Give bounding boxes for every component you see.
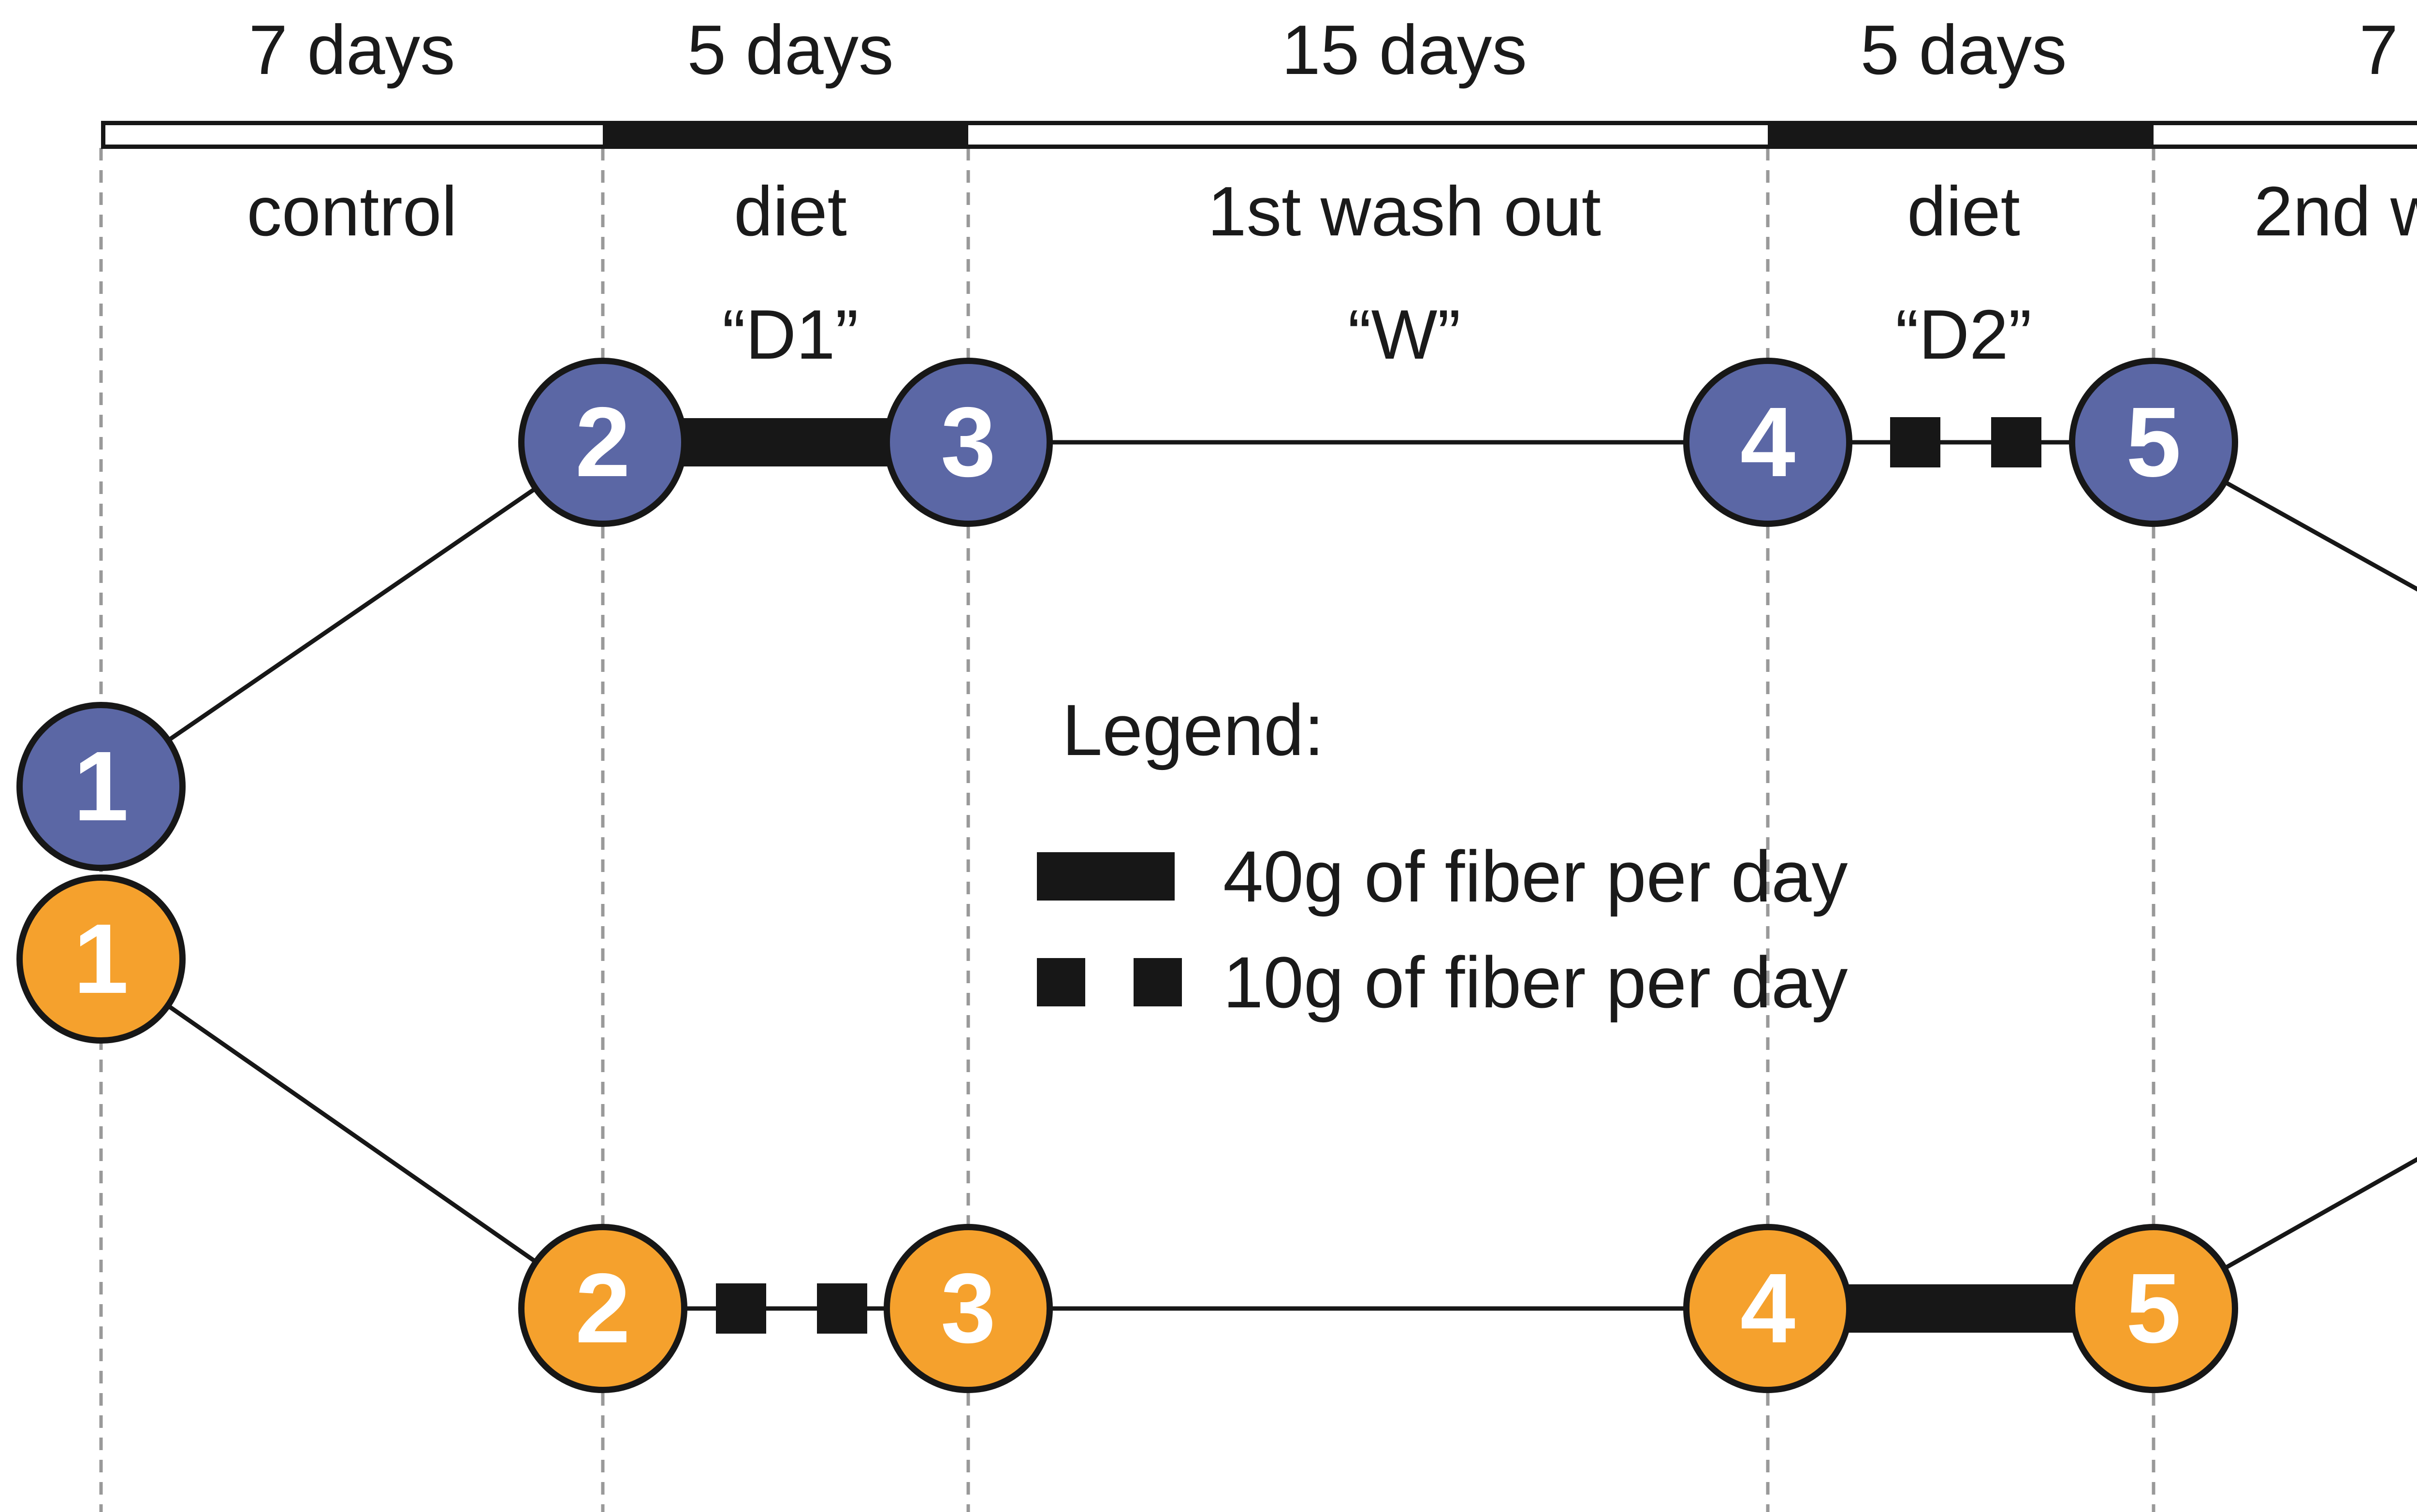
fiber-10g-square [716, 1283, 766, 1334]
study-node-orange-1: 1 [16, 874, 186, 1044]
phase-name-label: diet [1907, 172, 2020, 250]
fiber-10g-square [817, 1283, 867, 1334]
legend-swatch-10g-square-icon [1134, 958, 1182, 1006]
study-node-blue-1: 1 [16, 702, 186, 871]
legend-item-label-40g: 40g of fiber per day [1223, 836, 1848, 917]
phase-duration-label: 5 days [1860, 11, 2067, 89]
connector-orange-1-2 [100, 957, 604, 1310]
timeline-bar [101, 121, 2417, 149]
timeline-diet-segment-d1 [603, 125, 968, 145]
phase-code-label: “D2” [1895, 295, 2032, 374]
fiber-10g-square [1991, 417, 2041, 467]
phase-name-label: 2nd wash out [2254, 172, 2417, 250]
study-node-blue-4: 4 [1683, 358, 1852, 527]
connector-blue-1-2 [100, 440, 604, 788]
study-node-blue-3: 3 [884, 358, 1053, 527]
phase-duration-label: 5 days [687, 11, 894, 89]
phase-duration-label: 7 days [248, 11, 455, 89]
study-node-orange-5: 5 [2069, 1224, 2238, 1393]
legend-swatch-10g-square-icon [1037, 958, 1085, 1006]
timeline-diet-segment-d2 [1768, 125, 2154, 145]
study-node-blue-2: 2 [518, 358, 687, 527]
study-node-orange-3: 3 [884, 1224, 1053, 1393]
legend-title: Legend: [1062, 689, 1325, 771]
phase-code-label: “D1” [722, 295, 859, 374]
phase-name-label: diet [734, 172, 847, 250]
phase-code-label: “W” [1348, 295, 1461, 374]
phase-name-label: 1st wash out [1207, 172, 1602, 250]
connector-blue-5-6 [2152, 440, 2417, 592]
phase-duration-label: 15 days [1281, 11, 1527, 89]
study-node-blue-5: 5 [2069, 358, 2238, 527]
study-node-orange-2: 2 [518, 1224, 687, 1393]
legend-swatch-40g-bar-icon [1037, 852, 1175, 901]
connector-orange-5-6 [2152, 1157, 2417, 1310]
phase-duration-label: 7 days [2359, 11, 2417, 89]
fiber-10g-square [1890, 417, 1940, 467]
phase-name-label: control [247, 172, 457, 250]
study-node-orange-4: 4 [1683, 1224, 1852, 1393]
legend-item-label-10g: 10g of fiber per day [1223, 942, 1848, 1023]
